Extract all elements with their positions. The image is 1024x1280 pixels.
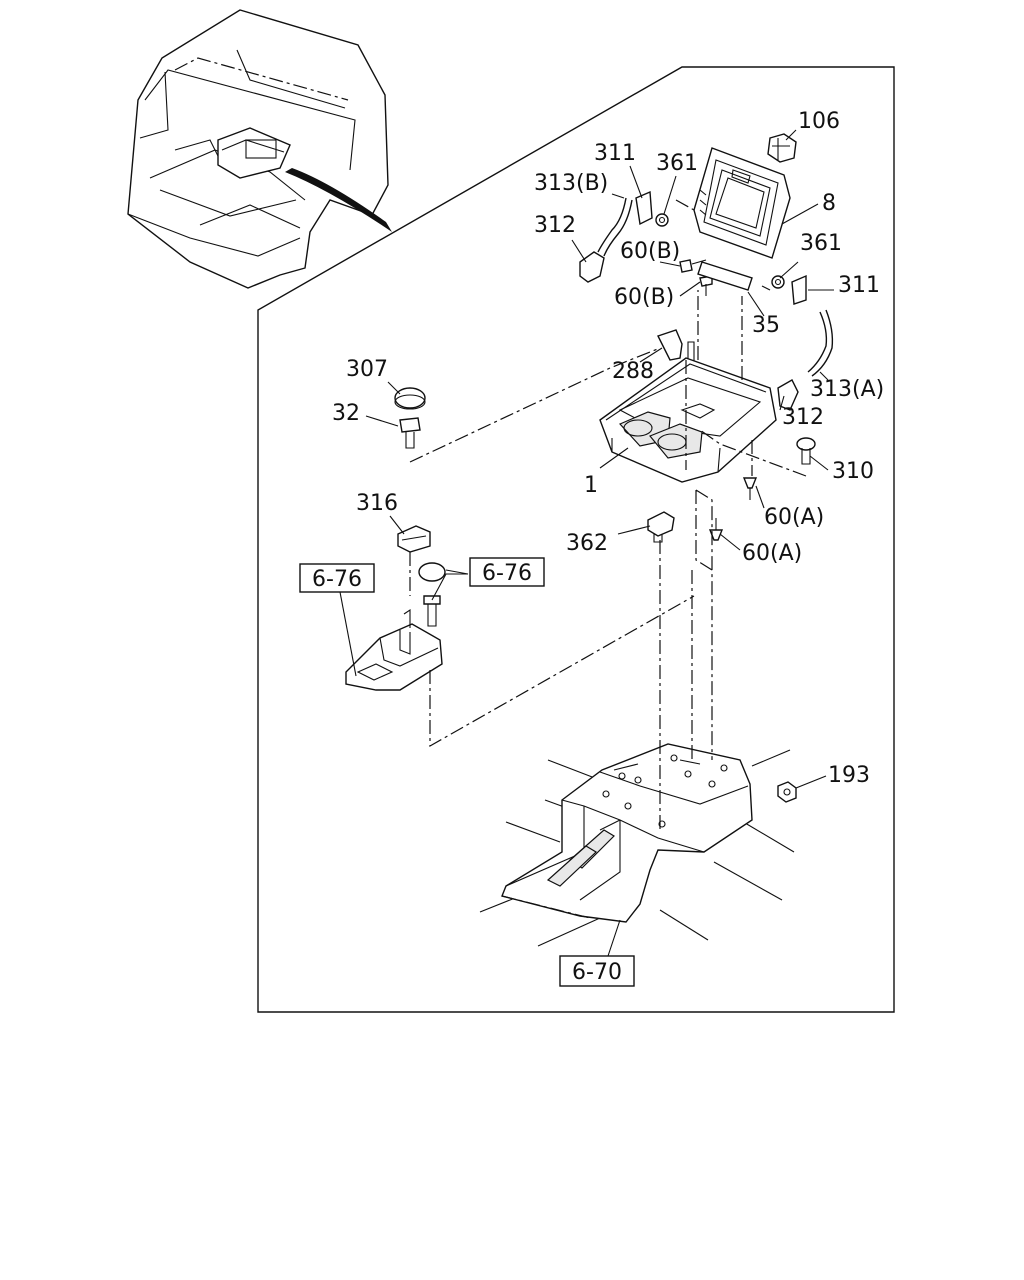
label-60b-1: 60(B): [620, 239, 680, 264]
label-8: 8: [822, 191, 836, 216]
part-361-ring-lower: [771, 275, 785, 289]
label-312-upper: 312: [534, 213, 576, 238]
ref-6-70: 6-70: [572, 960, 622, 985]
part-35-hinge: [697, 261, 753, 291]
label-313b: 313(B): [534, 171, 608, 196]
ref-6-76-left: 6-76: [312, 567, 362, 592]
part-316-bracket: [397, 525, 431, 553]
label-361-lower: 361: [800, 231, 842, 256]
part-60b-screw-2: [699, 275, 713, 296]
part-312-bracket-lower: [777, 379, 799, 411]
label-60b-2: 60(B): [614, 285, 674, 310]
label-193: 193: [828, 763, 870, 788]
shift-bolt: [423, 595, 441, 627]
label-311-lower: 311: [838, 273, 880, 298]
label-35: 35: [752, 313, 780, 338]
part-32-fastener: [399, 417, 421, 449]
part-labels: 106 311 361 313(B) 8 312 60(B) 361 311 6…: [332, 109, 884, 788]
label-361-upper: 361: [656, 151, 698, 176]
assembly-lines: [409, 199, 807, 832]
part-193-nut: [777, 781, 797, 803]
part-362-block: [647, 511, 675, 543]
floor-console-base: [479, 743, 795, 947]
part-311-hinge-upper: [635, 190, 653, 226]
part-60a-screw-2: [708, 518, 724, 541]
part-60a-screw-1: [742, 477, 758, 500]
shift-knob-cap: [418, 562, 446, 582]
part-8-lid: [693, 147, 791, 259]
vehicle-interior-inset: [127, 9, 392, 289]
part-361-ring-upper: [655, 213, 669, 227]
part-106-clip: [767, 133, 797, 163]
part-288-clip: [657, 329, 683, 361]
part-1-console-box: [599, 357, 777, 483]
label-310: 310: [832, 459, 874, 484]
part-311-hinge-lower: [791, 274, 807, 305]
shift-lever-assembly: [345, 608, 443, 691]
part-312-bracket-upper: [579, 251, 605, 283]
part-310-pin: [796, 437, 816, 465]
ref-6-76-right: 6-76: [482, 561, 532, 586]
part-313b-strap: [597, 197, 633, 257]
leader-lines: [339, 129, 834, 957]
label-288: 288: [612, 359, 654, 384]
label-60a-2: 60(A): [742, 541, 802, 566]
label-60a-1: 60(A): [764, 505, 824, 530]
label-362: 362: [566, 531, 608, 556]
label-1: 1: [584, 473, 598, 498]
ref-box-6-76-left: 6-76: [299, 563, 375, 593]
label-312-lower: 312: [782, 405, 824, 430]
label-307: 307: [346, 357, 388, 382]
label-32: 32: [332, 401, 360, 426]
diagram-frame: [257, 66, 895, 1013]
label-313a: 313(A): [810, 377, 884, 402]
ref-box-6-70: 6-70: [559, 955, 635, 987]
label-311-upper: 311: [594, 141, 636, 166]
ref-box-6-76-right: 6-76: [469, 557, 545, 587]
part-60b-screw-1: [679, 259, 707, 273]
part-313a-strap: [807, 309, 834, 377]
label-316: 316: [356, 491, 398, 516]
label-106: 106: [798, 109, 840, 134]
part-307-cap: [394, 387, 426, 410]
